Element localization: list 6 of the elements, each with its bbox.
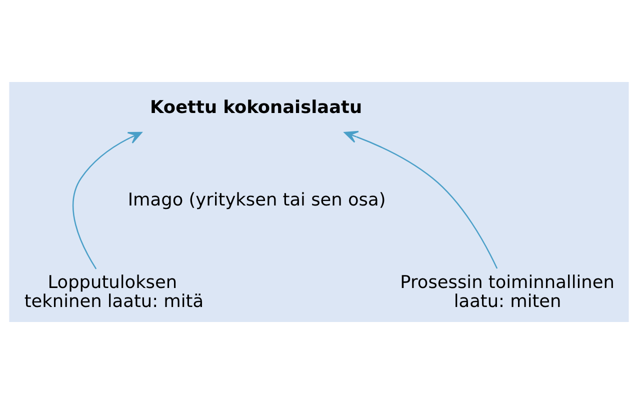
node-text: Koettu kokonaislaatu [150, 98, 362, 118]
label: Imago (yrityksen tai sen osa) [128, 190, 386, 210]
arrow [344, 130, 498, 268]
arrow [72, 131, 142, 269]
node-text: Lopputuloksen tekninen laatu: mitä [24, 272, 204, 312]
node-text: Prosessin toiminnallinen laatu: miten [400, 272, 614, 312]
